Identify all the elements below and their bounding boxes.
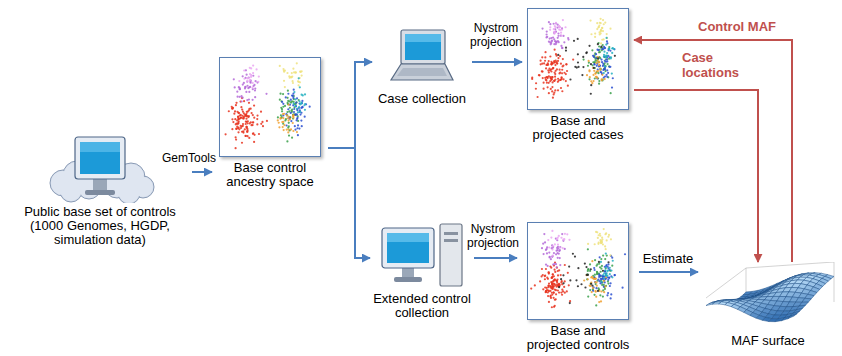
edge-label: Case locations xyxy=(682,50,754,80)
ancestry-scatter xyxy=(527,8,629,110)
node-caption: Base and projected controls xyxy=(522,324,634,352)
flow-arrow xyxy=(472,61,522,63)
flow-arrow xyxy=(474,257,517,259)
node-caption: Case collection xyxy=(378,92,466,106)
ancestry-scatter xyxy=(219,57,321,157)
laptop-icon xyxy=(389,26,455,90)
edge-label: Nystrom projection xyxy=(465,21,527,49)
plot-node: Base and projected cases xyxy=(522,8,634,142)
flow-arrow xyxy=(328,148,370,258)
cloud-computer-icon xyxy=(45,135,155,203)
edge-label: GemTools xyxy=(146,151,216,165)
edge-label: Estimate xyxy=(640,251,696,266)
collection-node: Case collection xyxy=(372,26,472,106)
flow-arrow xyxy=(634,40,792,262)
connectors xyxy=(192,40,792,272)
surface-node: MAF surface xyxy=(698,262,838,348)
node-caption: Public base set of controls (1000 Genome… xyxy=(8,205,192,247)
desktop-computer-icon xyxy=(380,222,464,290)
plot-node: Base and projected controls xyxy=(517,222,639,352)
node-caption: Base and projected cases xyxy=(526,114,630,142)
flow-arrow xyxy=(192,171,212,173)
maf-surface xyxy=(698,262,838,332)
node-caption: Base control ancestry space xyxy=(216,161,324,189)
edge-label: Nystrom projection xyxy=(462,222,524,250)
flow-arrow xyxy=(639,271,698,273)
flow-arrow xyxy=(634,90,758,262)
ancestry-scatter xyxy=(527,222,629,320)
flow-arrow xyxy=(328,62,372,148)
plot-node: Base control ancestry space xyxy=(212,57,328,189)
node-caption: MAF surface xyxy=(731,334,805,348)
edge-label: Control MAF xyxy=(698,19,790,34)
node-caption: Extended control collection xyxy=(370,292,474,320)
collection-node: Extended control collection xyxy=(370,222,474,320)
